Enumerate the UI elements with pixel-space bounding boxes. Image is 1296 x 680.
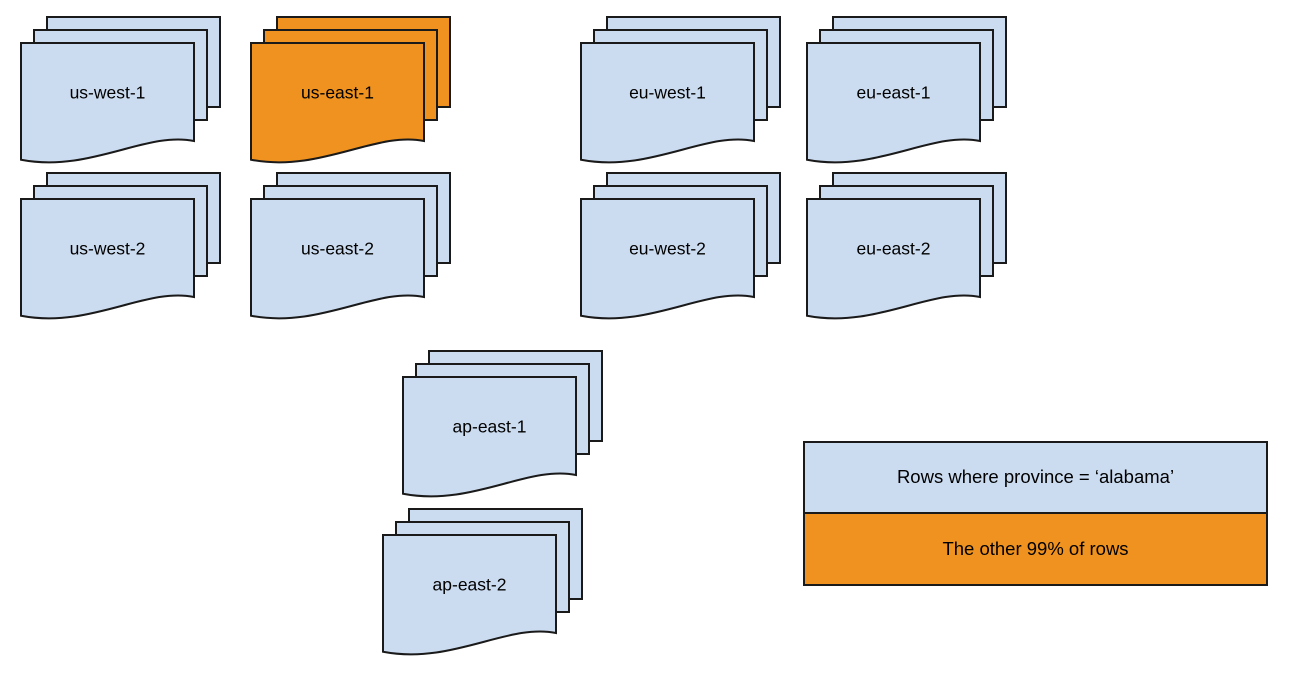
stack-label-ap-east-1: ap-east-1 (453, 417, 527, 437)
document-stack-eu-east-2[interactable]: eu-east-2 (806, 172, 1011, 320)
document-stack-us-east-2[interactable]: us-east-2 (250, 172, 455, 320)
stack-label-us-east-1: us-east-1 (301, 83, 374, 103)
stack-sheet-front (250, 42, 425, 164)
document-stack-eu-west-1[interactable]: eu-west-1 (580, 16, 785, 164)
stack-sheet-front (806, 42, 981, 164)
stack-sheet-front (580, 42, 755, 164)
stack-sheet-front (402, 376, 577, 498)
legend: Rows where province = ‘alabama’ The othe… (803, 441, 1268, 586)
document-stack-us-west-1[interactable]: us-west-1 (20, 16, 225, 164)
document-stack-us-east-1[interactable]: us-east-1 (250, 16, 455, 164)
stack-sheet-front (580, 198, 755, 320)
stack-sheet-front (806, 198, 981, 320)
document-stack-eu-east-1[interactable]: eu-east-1 (806, 16, 1011, 164)
stack-label-eu-west-2: eu-west-2 (629, 239, 706, 259)
document-stack-ap-east-1[interactable]: ap-east-1 (402, 350, 607, 498)
legend-label-other-rows: The other 99% of rows (942, 537, 1129, 559)
stack-label-us-west-2: us-west-2 (70, 239, 146, 259)
stack-label-us-west-1: us-west-1 (70, 83, 146, 103)
document-stack-ap-east-2[interactable]: ap-east-2 (382, 508, 587, 656)
stack-sheet-front (250, 198, 425, 320)
stack-sheet-front (20, 198, 195, 320)
stack-label-eu-west-1: eu-west-1 (629, 83, 706, 103)
stack-sheet-front (20, 42, 195, 164)
legend-row-other-rows: The other 99% of rows (805, 513, 1266, 584)
document-stack-eu-west-2[interactable]: eu-west-2 (580, 172, 785, 320)
document-stack-us-west-2[interactable]: us-west-2 (20, 172, 225, 320)
stack-label-us-east-2: us-east-2 (301, 239, 374, 259)
stack-label-eu-east-2: eu-east-2 (857, 239, 931, 259)
stack-label-ap-east-2: ap-east-2 (433, 575, 507, 595)
legend-row-rows-matching: Rows where province = ‘alabama’ (805, 443, 1266, 514)
stack-sheet-front (382, 534, 557, 656)
stack-label-eu-east-1: eu-east-1 (857, 83, 931, 103)
legend-label-rows-matching: Rows where province = ‘alabama’ (896, 466, 1175, 488)
